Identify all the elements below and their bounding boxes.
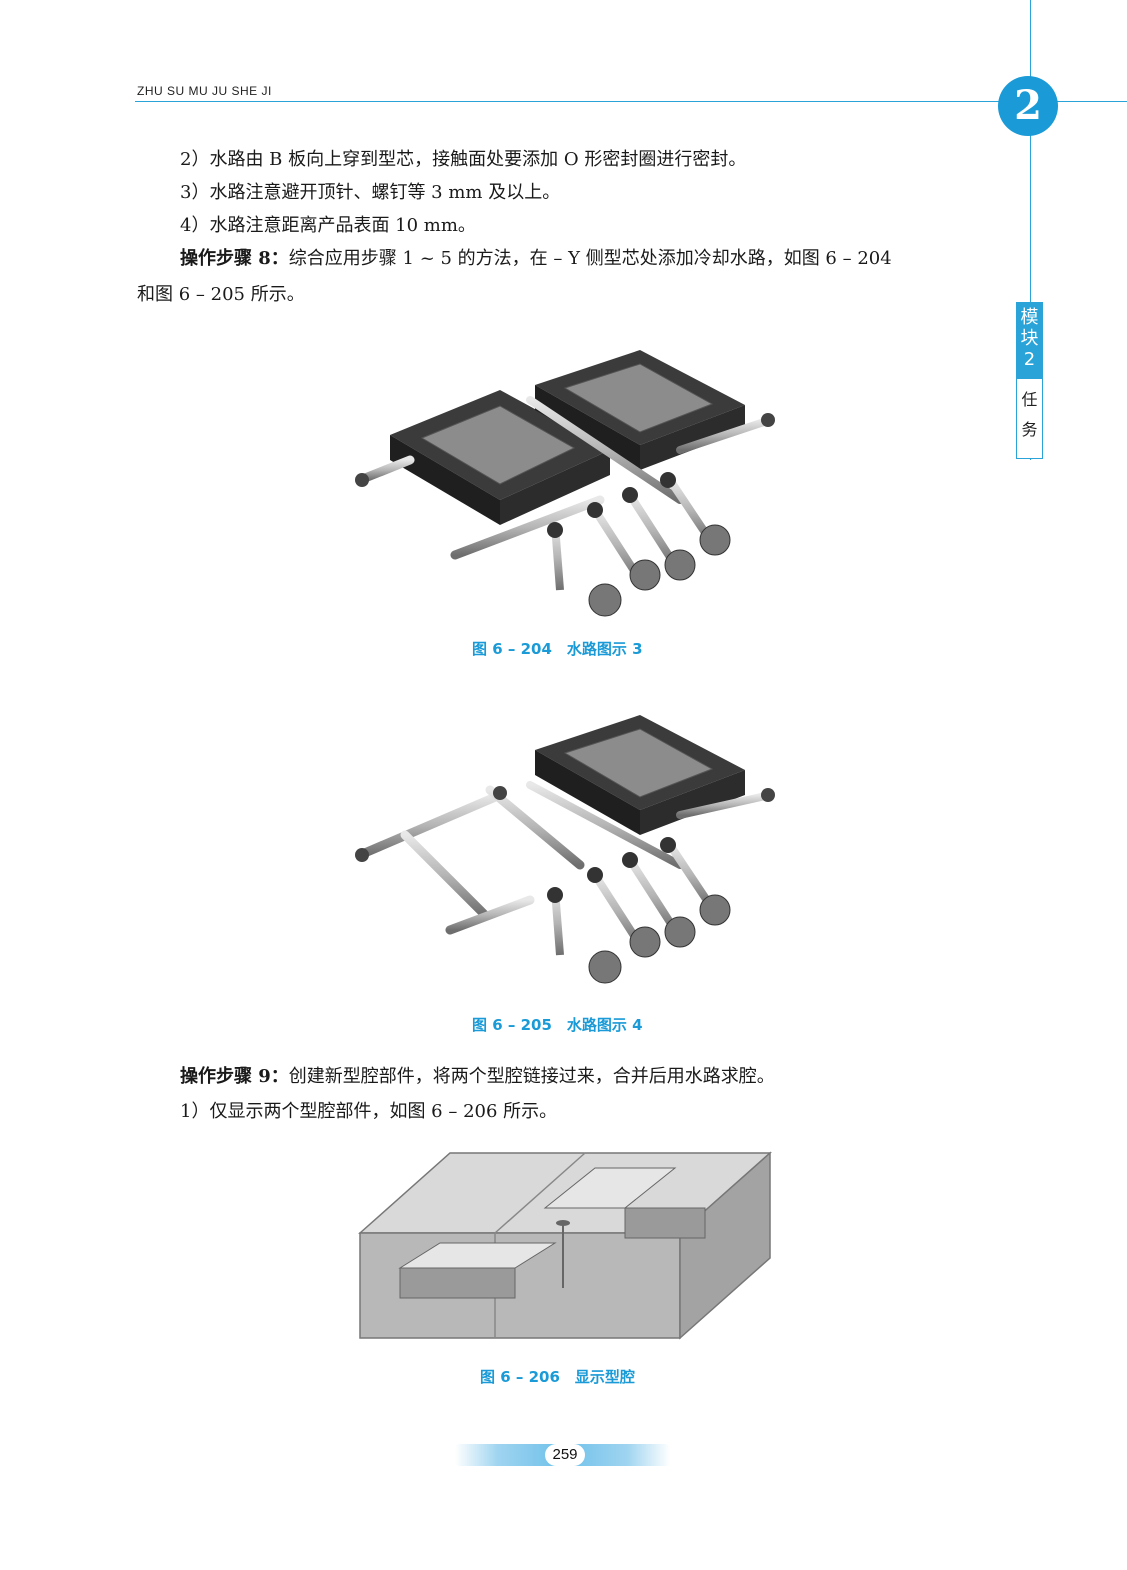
step-9-text: 创建新型腔部件，将两个型腔链接过来，合并后用水路求腔。 xyxy=(288,1066,775,1087)
figure-6-205-image xyxy=(355,715,775,984)
module-tab: 模 块 2 任 务 xyxy=(1016,302,1043,459)
page-number: 259 xyxy=(545,1444,585,1466)
figure-6-204-caption: 图 6 – 204 水路图示 3 xyxy=(472,640,643,658)
running-head: ZHU SU MU JU SHE JI xyxy=(137,84,272,98)
step-8-continuation: 和图 6 – 205 所示。 xyxy=(137,284,305,305)
module-tab-char: 块 xyxy=(1020,328,1039,349)
figure-6-206-image xyxy=(358,1151,772,1340)
step-8-text: 综合应用步骤 1 ~ 5 的方法，在 – Y 侧型芯处添加冷却水路，如图 6 –… xyxy=(288,248,892,269)
header-rule xyxy=(135,101,1127,102)
task-tab-label: 任 务 xyxy=(1017,379,1042,445)
chapter-badge: 2 xyxy=(998,76,1058,136)
task-tab-char: 任 xyxy=(1021,390,1038,409)
margin-rule xyxy=(1030,0,1031,460)
task-tab-char: 务 xyxy=(1021,420,1038,439)
step-8-paragraph: 操作步骤 8：综合应用步骤 1 ~ 5 的方法，在 – Y 侧型芯处添加冷却水路… xyxy=(180,248,892,270)
list-item: 4）水路注意距离产品表面 10 mm。 xyxy=(180,215,476,236)
figure-6-204-image xyxy=(355,350,775,617)
list-item: 3）水路注意避开顶针、螺钉等 3 mm 及以上。 xyxy=(180,182,561,203)
step-9-label: 操作步骤 9： xyxy=(180,1066,289,1087)
module-tab-label: 模 块 2 xyxy=(1017,303,1042,379)
list-item: 1）仅显示两个型腔部件，如图 6 – 206 所示。 xyxy=(180,1101,558,1122)
module-tab-char: 模 xyxy=(1020,307,1039,328)
figure-6-205-caption: 图 6 – 205 水路图示 4 xyxy=(472,1016,643,1034)
module-tab-char: 2 xyxy=(1023,349,1036,370)
figure-6-206-caption: 图 6 – 206 显示型腔 xyxy=(480,1368,635,1386)
step-9-paragraph: 操作步骤 9：创建新型腔部件，将两个型腔链接过来，合并后用水路求腔。 xyxy=(180,1066,775,1088)
list-item: 2）水路由 B 板向上穿到型芯，接触面处要添加 O 形密封圈进行密封。 xyxy=(180,149,747,170)
step-8-label: 操作步骤 8： xyxy=(180,248,289,269)
